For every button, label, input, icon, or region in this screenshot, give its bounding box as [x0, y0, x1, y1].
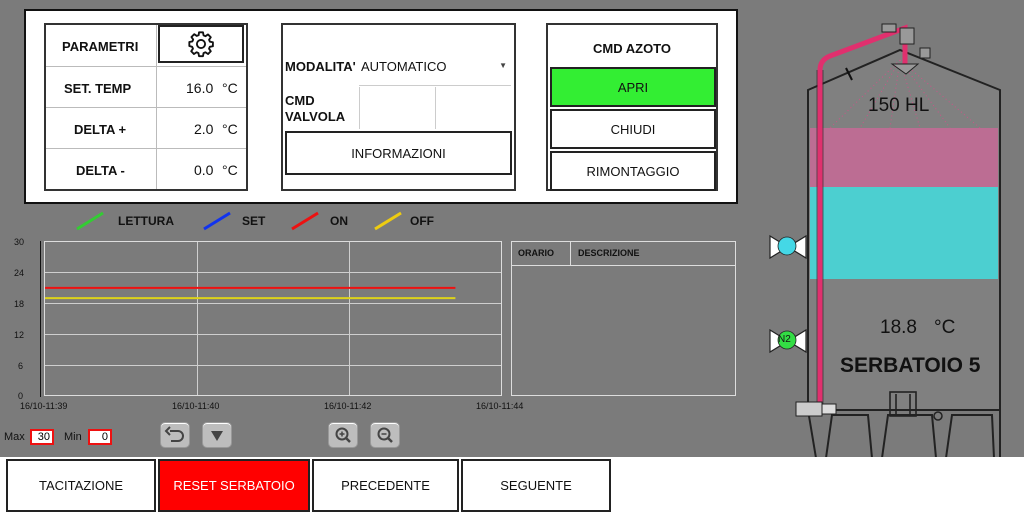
event-col-desc: DESCRIZIONE — [578, 248, 640, 258]
undo-button[interactable] — [160, 422, 190, 448]
butterfly-valve-icon — [769, 328, 807, 354]
tank-temp-unit: °C — [934, 317, 956, 338]
nitrogen-valve[interactable]: N2 — [768, 328, 808, 354]
event-col-time: ORARIO — [518, 248, 554, 258]
event-col-divider — [570, 242, 571, 265]
zoom-out-button[interactable] — [370, 422, 400, 448]
top-panel: PARAMETRI SET. TEMP 16.0 °C DELTA + 2.0 … — [24, 9, 738, 204]
tank-pipe-outline — [816, 70, 824, 408]
azoto-box: CMD AZOTO APRI CHIUDI RIMONTAGGIO — [546, 23, 718, 191]
params-divider-h1 — [46, 66, 246, 67]
tank-volume: 150 HL — [868, 95, 930, 116]
parameters-box: PARAMETRI SET. TEMP 16.0 °C DELTA + 2.0 … — [44, 23, 248, 191]
bottom-fitting — [933, 411, 943, 421]
delta-minus-value[interactable]: 0.0 — [194, 162, 214, 178]
tank-liquid — [810, 187, 998, 279]
x-tick-label: 16/10-11:39 — [20, 401, 68, 411]
chart-plot — [45, 286, 456, 300]
x-tick-label: 16/10-11:40 — [172, 401, 220, 411]
chart-gridline-h — [45, 272, 501, 273]
zoom-in-icon — [335, 427, 351, 443]
tank-ladder — [889, 391, 917, 417]
butterfly-valve-icon — [769, 234, 807, 260]
open-button[interactable]: APRI — [550, 67, 716, 107]
tank-foam — [810, 59, 998, 187]
params-divider-h3 — [46, 148, 246, 149]
liquid-valve[interactable] — [768, 234, 808, 260]
legend-swatch-off — [374, 211, 402, 231]
cmd-valve-label: CMD VALVOLA — [285, 93, 346, 124]
y-tick-label: 18 — [14, 299, 25, 309]
legend-label-on: ON — [330, 214, 348, 228]
zoom-in-button[interactable] — [328, 422, 358, 448]
legend-label-set: SET — [242, 214, 266, 228]
legend-swatch-on — [291, 211, 319, 231]
tank-legs — [807, 405, 1001, 459]
tank-name: SERBATOIO 5 — [840, 354, 981, 377]
triangle-down-icon — [211, 431, 223, 441]
zoom-out-icon — [377, 427, 393, 443]
delta-plus-label: DELTA + — [74, 122, 127, 137]
set-temp-value[interactable]: 16.0 — [186, 80, 214, 96]
nitrogen-valve-label: N2 — [778, 334, 791, 345]
previous-button[interactable]: PRECEDENTE — [312, 459, 459, 512]
y-tick-label: 30 — [14, 237, 25, 247]
tank-pipe — [817, 24, 908, 408]
undo-icon — [164, 426, 184, 442]
chart-y-axis — [40, 241, 41, 397]
y-tick-label: 0 — [18, 391, 24, 401]
mute-button[interactable]: TACITAZIONE — [6, 459, 156, 512]
chevron-down-icon: ▼ — [499, 61, 507, 70]
mode-box: MODALITA' AUTOMATICO ▼ CMD VALVOLA INFOR… — [281, 23, 516, 191]
azoto-title: CMD AZOTO — [593, 41, 671, 56]
top-valve — [881, 23, 931, 75]
max-input[interactable]: 30 — [30, 429, 54, 445]
y-tick-label: 24 — [14, 268, 25, 278]
reset-tank-button[interactable]: RESET SERBATOIO — [158, 459, 310, 512]
event-table[interactable]: ORARIO DESCRIZIONE — [511, 241, 736, 396]
pump — [795, 401, 837, 417]
set-temp-label: SET. TEMP — [64, 81, 132, 96]
chart-gridline-v — [349, 242, 350, 395]
mode-select-value: AUTOMATICO — [361, 59, 447, 74]
y-tick-label: 6 — [18, 361, 24, 371]
max-label: Max — [4, 431, 25, 443]
tank-vent-line — [845, 67, 853, 81]
delta-minus-label: DELTA - — [76, 163, 125, 178]
gear-icon — [188, 31, 214, 58]
trend-chart[interactable] — [44, 241, 502, 396]
tank-temperature: 18.8 — [880, 317, 917, 338]
tank-drawing — [795, 23, 1001, 459]
legend-label-off: OFF — [410, 214, 434, 228]
chart-gridline-h — [45, 303, 501, 304]
legend-swatch-set — [203, 211, 231, 231]
mode-label: MODALITA' — [285, 59, 356, 74]
event-table-header: ORARIO DESCRIZIONE — [512, 242, 735, 266]
close-button[interactable]: CHIUDI — [550, 109, 716, 149]
y-tick-label: 12 — [14, 330, 25, 340]
legend-label-lettura: LETTURA — [118, 214, 174, 228]
chart-gridline-h — [45, 334, 501, 335]
delta-plus-unit: °C — [222, 121, 238, 137]
min-label: Min — [64, 431, 82, 443]
set-temp-unit: °C — [222, 80, 238, 96]
mode-grid-v2 — [435, 87, 436, 129]
next-button[interactable]: SEGUENTE — [461, 459, 611, 512]
chart-gridline-h — [45, 365, 501, 366]
x-tick-label: 16/10-11:44 — [476, 401, 524, 411]
x-tick-label: 16/10-11:42 — [324, 401, 372, 411]
delta-plus-value[interactable]: 2.0 — [194, 121, 214, 137]
mode-grid-v1 — [359, 87, 360, 129]
chart-gridline-v — [197, 242, 198, 395]
params-header: PARAMETRI — [62, 39, 139, 54]
down-button[interactable] — [202, 422, 232, 448]
params-divider-h2 — [46, 107, 246, 108]
legend-swatch-lettura — [76, 211, 104, 231]
mode-select[interactable]: AUTOMATICO ▼ — [359, 41, 511, 86]
min-input[interactable]: 0 — [88, 429, 112, 445]
delta-minus-unit: °C — [222, 162, 238, 178]
info-button[interactable]: INFORMAZIONI — [285, 131, 512, 175]
pumpover-button[interactable]: RIMONTAGGIO — [550, 151, 716, 191]
settings-button[interactable] — [158, 25, 244, 63]
